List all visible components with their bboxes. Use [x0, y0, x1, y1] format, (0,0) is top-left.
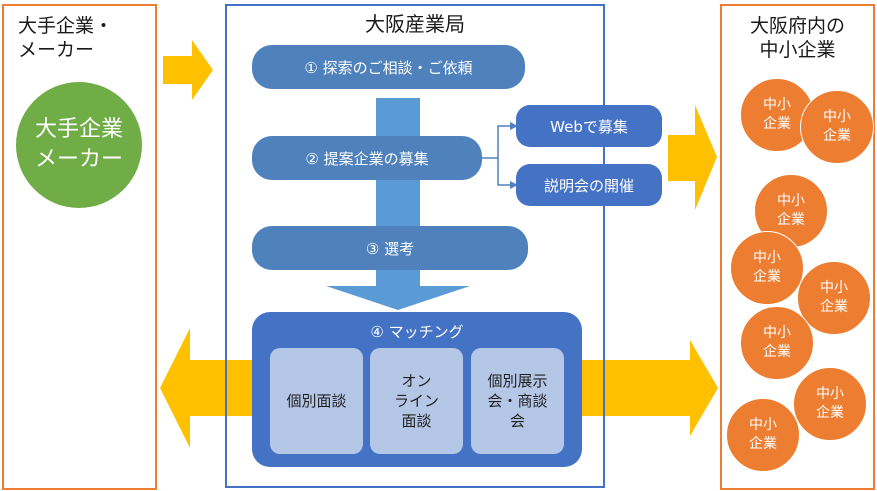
method-exhibition-meeting: 個別展示 会・商談 会 [471, 348, 564, 454]
sme-circle: 中小 企業 [726, 398, 800, 472]
sme-circle: 中小 企業 [730, 231, 804, 305]
sme-panel-title: 大阪府内の 中小企業 [749, 15, 845, 61]
branch-web-recruitment: Webで募集 [516, 105, 662, 147]
flow-arrow [326, 98, 470, 310]
method-online-meeting: オン ライン 面談 [370, 348, 463, 454]
sme-circle: 中小 企業 [797, 261, 871, 335]
step-2-recruitment: ② 提案企業の募集 [252, 136, 482, 180]
step-4-matching-title: ④ マッチング [370, 323, 464, 341]
sme-circle: 中小 企業 [740, 306, 814, 380]
match-arrow-left [160, 328, 254, 448]
match-arrow-right [582, 340, 718, 436]
big-corp-circle: 大手企業 メーカー [16, 82, 142, 208]
method-individual-meeting: 個別面談 [270, 348, 363, 454]
request-arrow [163, 40, 213, 100]
branch-arrowhead [510, 122, 518, 130]
branch-info-session: 説明会の開催 [516, 164, 662, 206]
sme-circle: 中小 企業 [800, 90, 874, 164]
step-4-matching-box: ④ マッチング 個別面談 オン ライン 面談 個別展示 会・商談 会 [252, 312, 582, 467]
big-corp-panel-title: 大手企業・ メーカー [18, 15, 114, 61]
branch-arrowhead [510, 181, 518, 189]
branch-connector [482, 125, 516, 159]
osaka-industry-panel-title: 大阪産業局 [365, 12, 465, 36]
recruit-arrow [668, 105, 717, 210]
osaka-industry-panel: 大阪産業局 [225, 4, 605, 488]
big-corp-panel: 大手企業・ メーカー 大手企業 メーカー [2, 4, 157, 490]
step-3-selection: ③ 選考 [252, 226, 528, 270]
sme-panel: 大阪府内の 中小企業 [720, 4, 875, 490]
step-1-consultation: ① 探索のご相談・ご依頼 [252, 45, 525, 89]
sme-circle: 中小 企業 [793, 367, 867, 441]
